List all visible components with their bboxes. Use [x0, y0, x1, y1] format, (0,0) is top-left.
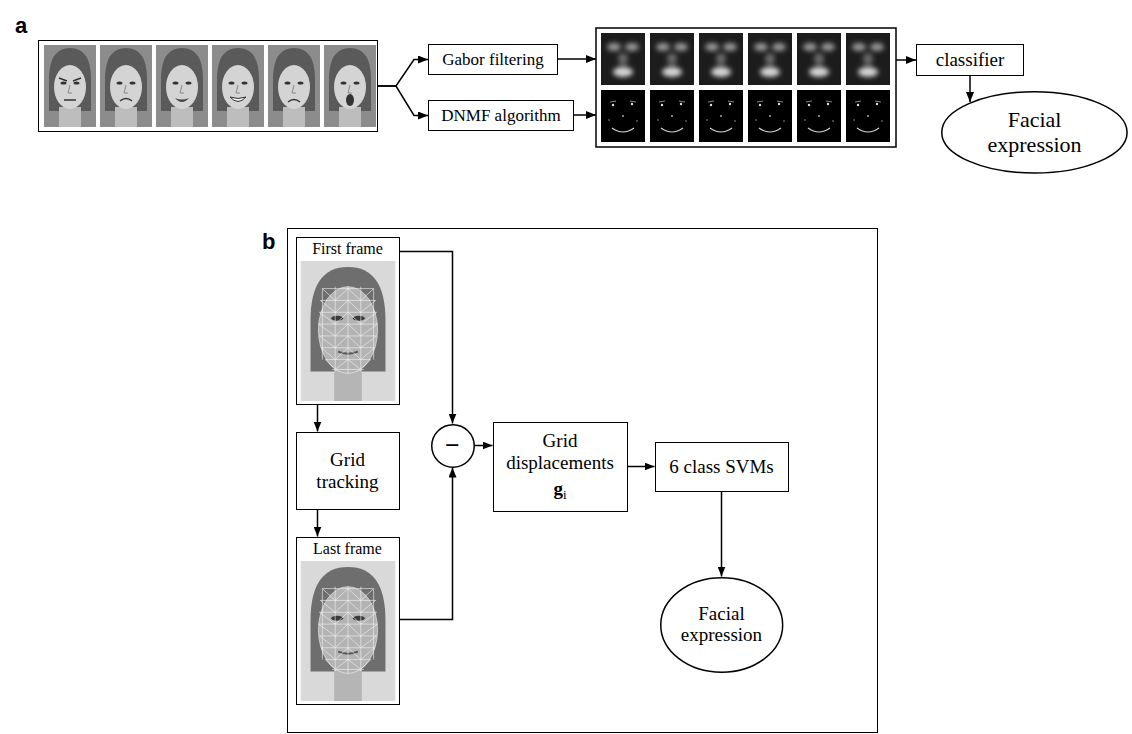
- subscript-index: i: [563, 487, 567, 502]
- dnmf-image: [797, 90, 841, 142]
- face-photo: [44, 45, 96, 127]
- dnmf-image: [601, 90, 645, 142]
- symbol-row: gi: [553, 478, 566, 503]
- text-holder: Grid tracking: [297, 433, 399, 509]
- process-box: 6 class SVMs: [655, 442, 789, 492]
- operator-sign: −: [445, 433, 460, 459]
- box-label: First frame: [312, 240, 383, 258]
- face-photos: [44, 45, 376, 127]
- feature-panel: [596, 28, 896, 147]
- ellipse-shape: [431, 424, 474, 467]
- text-holder: First frame: [297, 240, 399, 258]
- ellipse-label: Facial expression: [973, 107, 1097, 158]
- box-label: Grid displacements: [499, 430, 622, 474]
- text-holder: classifier: [917, 45, 1023, 75]
- subtract-circle: −: [431, 424, 475, 468]
- arrow-connector: [317, 405, 319, 432]
- happy-mouth: [230, 97, 246, 102]
- gabor-image: [650, 33, 694, 85]
- ellipse-shape: [942, 91, 1127, 172]
- text-holder: b: [262, 229, 275, 254]
- output-ellipse: Facial expression: [941, 91, 1128, 174]
- text-holder: 6 class SVMs: [656, 443, 788, 491]
- text-holder: Facial expression: [660, 577, 783, 673]
- output-ellipse: Facial expression: [660, 577, 783, 673]
- frame-box: Last frame: [296, 537, 400, 705]
- grid-face-photo: [301, 261, 396, 401]
- dnmf-image: [846, 90, 890, 142]
- face-photo: [268, 45, 320, 127]
- anger-mouth: [59, 78, 81, 100]
- image-panel: a: [38, 40, 378, 132]
- arrow-line: [896, 59, 916, 61]
- dnmf-image: [699, 90, 743, 142]
- dnmf-image: [650, 90, 694, 142]
- box-label: Gabor filtering: [442, 50, 544, 70]
- dnmf-image: [748, 90, 792, 142]
- box-label: Grid tracking: [302, 449, 394, 493]
- fear-mouth: [175, 98, 189, 102]
- box-label: classifier: [936, 49, 1005, 71]
- process-box: Grid tracking: [296, 432, 400, 510]
- text-holder: Last frame: [297, 540, 399, 558]
- gabor-image: [797, 33, 841, 85]
- arrow-connector: [378, 60, 428, 87]
- feature-images: [596, 28, 896, 147]
- text-holder: a: [15, 13, 27, 38]
- process-box: classifier: [916, 44, 1024, 76]
- disgust-mouth: [120, 99, 132, 102]
- arrow-connector: [721, 492, 723, 577]
- process-box: Grid displacements gi: [493, 422, 628, 512]
- sad-mouth: [288, 100, 300, 103]
- frame-box: First frame: [296, 237, 400, 405]
- text-holder: Grid displacements gi: [494, 423, 627, 511]
- box-label: 6 class SVMs: [669, 456, 774, 478]
- gabor-image: [748, 33, 792, 85]
- panel-frame: bFirst frameGrid trackingLast frame−Grid…: [287, 228, 878, 733]
- face-photo: [324, 45, 376, 127]
- process-box: DNMF algorithm: [428, 100, 574, 131]
- arrow-connector: [969, 76, 971, 102]
- ellipse-shape: [661, 577, 783, 671]
- arrow-connector: [400, 468, 453, 620]
- gabor-image: [699, 33, 743, 85]
- box-label: Last frame: [313, 540, 382, 558]
- text-holder: DNMF algorithm: [429, 101, 573, 130]
- face-photo: [156, 45, 208, 127]
- vector-symbol: g: [553, 478, 563, 499]
- surprise-mouth: [346, 94, 354, 106]
- arrow-connector: [378, 86, 428, 116]
- gabor-image: [846, 33, 890, 85]
- text-holder: −: [431, 424, 475, 468]
- arrow-connector: [475, 445, 493, 447]
- box-label: DNMF algorithm: [441, 106, 560, 126]
- layout-arrows: [558, 59, 916, 115]
- panel-letter: b: [262, 229, 275, 254]
- grid-face-photos: [301, 261, 396, 701]
- text-holder: Facial expression: [941, 91, 1128, 174]
- arrow-connector: [317, 510, 319, 537]
- arrow-connector: [628, 466, 655, 468]
- panel-letter: a: [15, 13, 27, 38]
- face-photo: [100, 45, 152, 127]
- text-holder: Gabor filtering: [429, 45, 557, 74]
- arrow-line: [558, 58, 596, 60]
- arrow-line: [574, 114, 596, 116]
- grid-face-photo: [301, 561, 396, 701]
- ellipse-label: Facial expression: [673, 603, 769, 647]
- gabor-image: [601, 33, 645, 85]
- process-box: Gabor filtering: [428, 44, 558, 75]
- face-photo: [212, 45, 264, 127]
- arrow-connector: [400, 252, 453, 424]
